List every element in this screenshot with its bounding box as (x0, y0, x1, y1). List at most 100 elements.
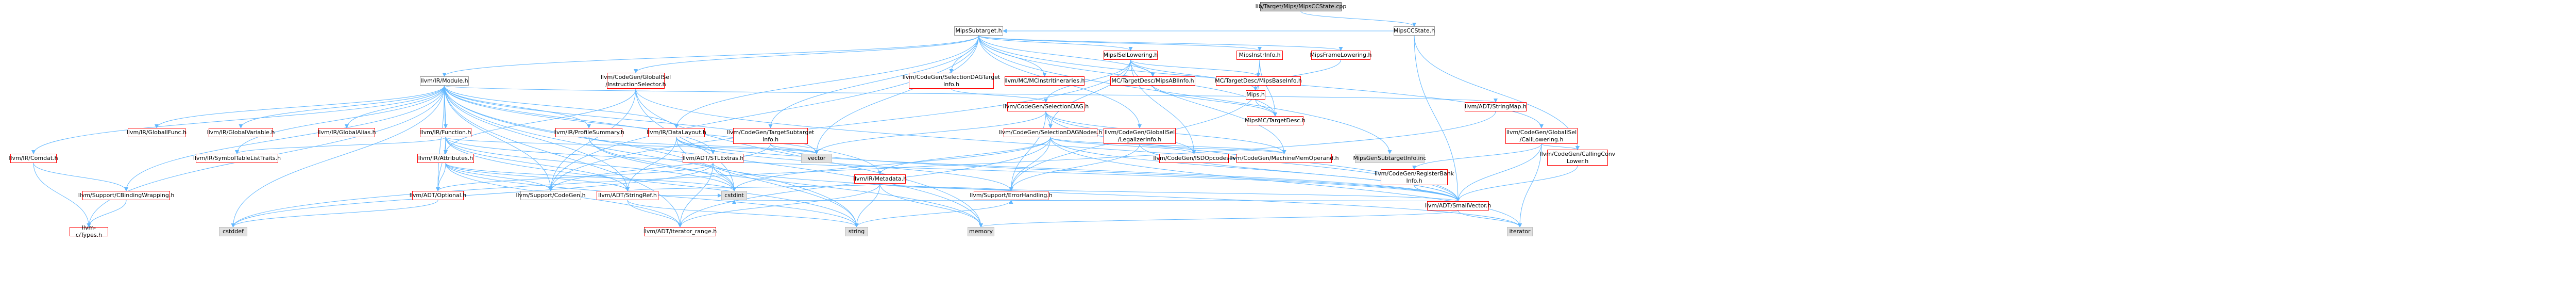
graph-node[interactable]: llvm/ADT/SmallVector.h (1425, 201, 1491, 210)
graph-node[interactable]: llvm-c/Types.h (70, 224, 108, 238)
dependency-edge (1050, 137, 1196, 154)
graph-node[interactable]: llvm/IR/SymbolTableListTraits.h (193, 154, 281, 163)
graph-node[interactable]: llvm/IR/GlobalAlias.h (317, 128, 376, 137)
dependency-edge (444, 85, 715, 154)
graph-node[interactable]: MipsFrameLowering.h (1310, 51, 1371, 60)
dependency-edge (951, 88, 1048, 103)
graph-node[interactable]: llvm/ADT/STLExtras.h (683, 154, 743, 163)
graph-node[interactable]: MipsInstrInfo.h (1236, 51, 1283, 60)
graph-node: string (845, 227, 868, 236)
graph-node[interactable]: llvm/CodeGen/GlobalISel /InstructionSele… (601, 73, 671, 89)
dependency-edge (770, 143, 1460, 202)
graph-node: iterator (1507, 227, 1533, 236)
dependency-edge (445, 137, 819, 154)
dependency-edge (1412, 143, 1542, 170)
graph-node[interactable]: llvm/CodeGen/TargetSubtarget Info.h (727, 128, 814, 144)
dependency-edge (124, 85, 445, 191)
graph-node[interactable]: llvm/CodeGen/MachineMemOperand.h (1229, 154, 1339, 163)
graph-node[interactable]: llvm/IR/ProfileSummary.h (553, 128, 624, 137)
graph-node[interactable]: llvm/Support/CBindingWrapping.h (78, 191, 174, 200)
dependency-edge (444, 85, 630, 191)
dependency-edge (627, 200, 682, 228)
dependency-edge (444, 85, 679, 128)
dependency-edge (879, 183, 983, 228)
dependency-edge (444, 85, 553, 191)
dependency-edge (768, 35, 979, 128)
graph-node[interactable]: llvm/IR/DataLayout.h (647, 128, 706, 137)
dependency-edge (978, 35, 1343, 51)
graph-node[interactable]: MipsMC/TargetDesc.h (1245, 116, 1306, 125)
dependency-edge (549, 88, 636, 191)
graph-node[interactable]: MipsCCState.h (1394, 26, 1435, 36)
dependency-edge (634, 35, 979, 73)
graph-node[interactable]: llvm/CodeGen/SelectionDAGTarget Info.h (903, 73, 1000, 89)
graph-node[interactable]: llvm/IR/GlobalVariable.h (207, 128, 275, 137)
graph-node[interactable]: llvm/CodeGen/GlobalISel /LegalizerInfo.h (1104, 128, 1176, 144)
dependency-edge (1048, 59, 1131, 128)
dependency-edge (588, 137, 736, 191)
dependency-edge (33, 163, 128, 191)
dependency-edge (444, 85, 1498, 103)
dependency-edge (625, 183, 880, 191)
graph-node[interactable]: llvm/CodeGen/ISDOpcodes.h (1153, 154, 1235, 163)
graph-node[interactable]: llvm/MC/MCInstrItineraries.h (1004, 76, 1085, 86)
graph-node[interactable]: llvm/CodeGen/CallingConv Lower.h (1540, 150, 1615, 166)
graph-root-node[interactable]: lib/Target/Mips/MipsCCState.cpp (1256, 2, 1346, 11)
graph-node[interactable]: llvm/CodeGen/SelectionDAG.h (1003, 102, 1089, 111)
graph-node[interactable]: llvm/IR/Comdat.h (9, 154, 58, 163)
dependency-edge (549, 35, 979, 191)
dependency-edge (1130, 59, 1261, 77)
graph-node[interactable]: llvm/IR/Module.h (420, 76, 469, 86)
dependency-edge (1050, 137, 1286, 154)
dependency-edge (1130, 59, 1155, 77)
dependency-edge (1456, 143, 1542, 202)
dependency-edge (87, 200, 127, 228)
graph-node[interactable]: MC/TargetDesc/MipsBaseInfo.h (1215, 76, 1302, 86)
graph-node[interactable]: MipsSubtarget.h (954, 26, 1003, 36)
dependency-edge (436, 163, 714, 191)
graph-node[interactable]: llvm/ADT/StringRef.h (597, 191, 658, 200)
dependency-edge (1253, 59, 1341, 91)
dependency-edge (978, 35, 1262, 51)
dependency-edge (235, 137, 446, 154)
dependency-edge (854, 183, 880, 228)
graph-node[interactable]: llvm/ADT/StringMap.h (1465, 102, 1527, 111)
dependency-edge (1139, 143, 1286, 154)
dependency-edge (442, 35, 979, 77)
dependency-edge (732, 137, 1051, 191)
dependency-edge (436, 163, 446, 191)
dependency-edge (978, 35, 1392, 154)
graph-node[interactable]: MipsISelLowering.h (1104, 51, 1158, 60)
graph-node[interactable]: llvm/IR/GlobalIFunc.h (127, 128, 187, 137)
graph-node[interactable]: llvm/IR/Attributes.h (417, 154, 474, 163)
graph-node[interactable]: llvm/CodeGen/RegisterBank Info.h (1375, 169, 1454, 185)
graph-node[interactable]: llvm/CodeGen/GlobalISel /CallLowering.h (1505, 128, 1578, 144)
dependency-edge (549, 143, 771, 191)
graph-node[interactable]: llvm/ADT/iterator_range.h (643, 227, 717, 236)
dependency-edge (436, 137, 446, 191)
graph-node[interactable]: llvm/Support/CodeGen.h (516, 191, 586, 200)
graph-node[interactable]: llvm/CodeGen/SelectionDAGNodes.h (999, 128, 1102, 137)
dependency-edge (445, 137, 736, 191)
dependency-edge (1010, 200, 1459, 204)
dependency-edge (1009, 143, 1140, 191)
dependency-edge (231, 85, 445, 228)
dependency-edge (713, 163, 1522, 228)
dependency-edge (879, 183, 1460, 202)
graph-node[interactable]: MC/TargetDesc/MipsABIInfo.h (1110, 76, 1195, 86)
dependency-edge (239, 85, 445, 128)
graph-node[interactable]: llvm/IR/Metadata.h (853, 174, 907, 184)
dependency-edge (854, 200, 1011, 228)
graph-node: cstdint (721, 191, 747, 200)
graph-node[interactable]: llvm/IR/Function.h (420, 128, 471, 137)
dependency-edge (345, 85, 445, 128)
dependency-edge (444, 85, 859, 228)
graph-node[interactable]: llvm/ADT/Optional.h (410, 191, 466, 200)
dependency-edge (979, 210, 1459, 228)
graph-node[interactable]: Mips.h (1246, 90, 1265, 100)
dependency-edge (588, 137, 819, 154)
dependency-edge (1253, 59, 1260, 91)
dependency-edge (231, 163, 714, 228)
graph-node[interactable]: llvm/Support/ErrorHandling.h (970, 191, 1053, 200)
dependency-edge (713, 163, 736, 191)
